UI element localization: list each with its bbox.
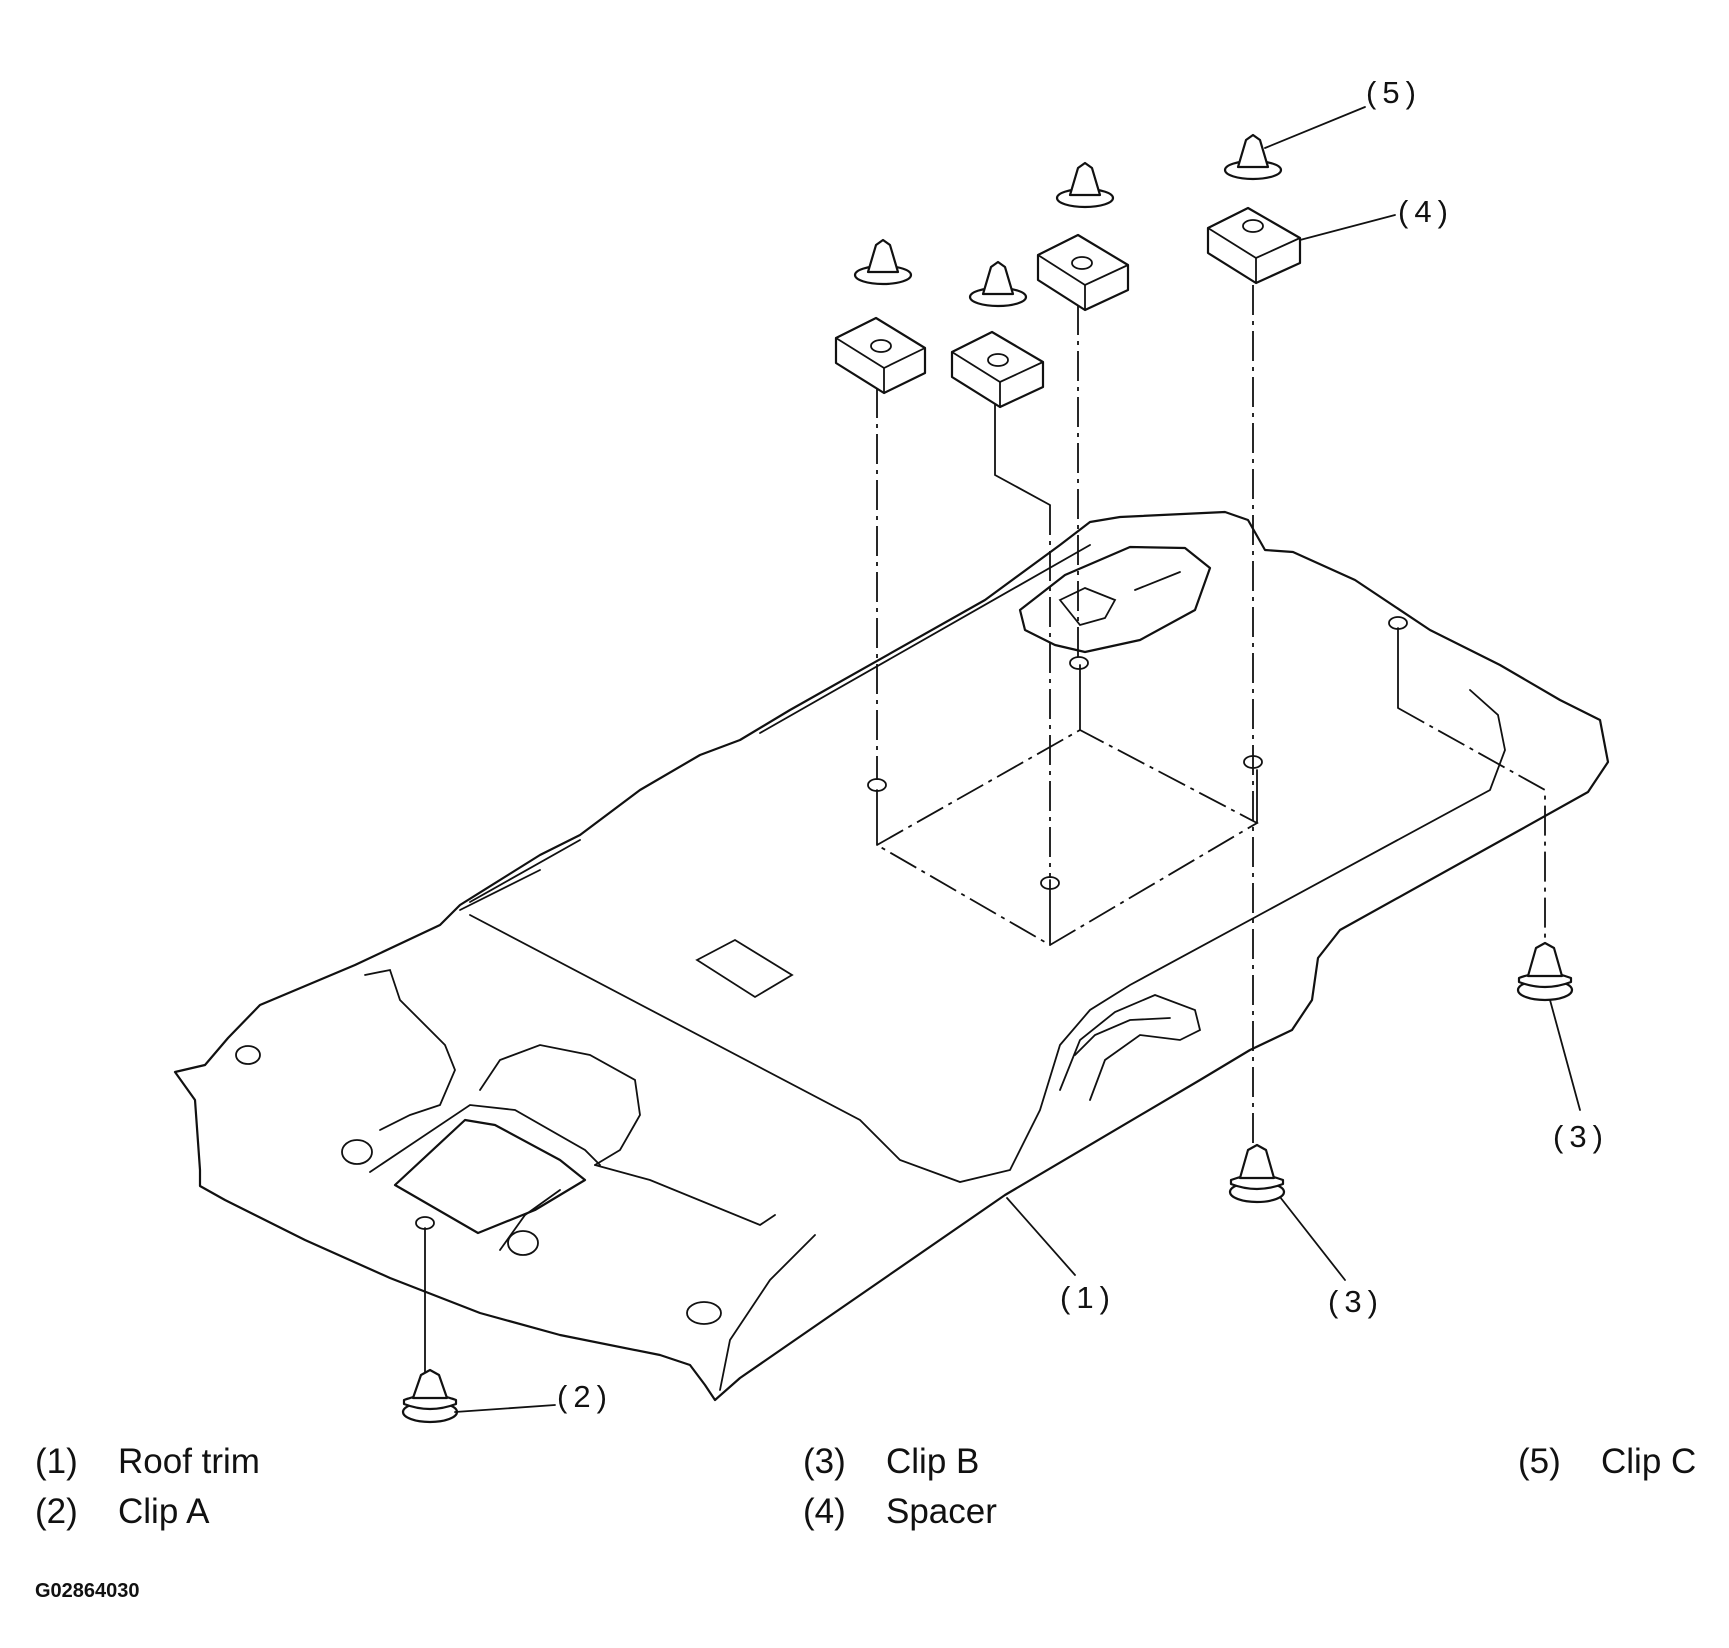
spacer-3 (1036, 233, 1130, 312)
legend-num: (1) (35, 1442, 78, 1481)
legend-num: (5) (1518, 1442, 1561, 1481)
legend-item-clip-b: (3) Clip B (803, 1442, 979, 1482)
clip-c-2 (968, 260, 1028, 308)
clip-position-box (415, 616, 1408, 1230)
legend-label: Clip C (1601, 1442, 1697, 1481)
callout-2: (2) (557, 1379, 613, 1414)
legend-num: (3) (803, 1442, 846, 1481)
legend-num: (4) (803, 1492, 846, 1531)
legend-label: Spacer (886, 1492, 997, 1531)
legend-label: Roof trim (118, 1442, 260, 1481)
figure-code: G02864030 (35, 1580, 140, 1602)
legend-label: Clip B (886, 1442, 980, 1481)
legend-item-clip-a: (2) Clip A (35, 1492, 209, 1532)
roof-trim (173, 510, 1610, 1402)
clip-b-2 (1516, 941, 1574, 1002)
clip-c-1 (853, 238, 913, 286)
legend-label: Clip A (118, 1492, 210, 1531)
legend-item-clip-c: (5) Clip C (1518, 1442, 1696, 1482)
clip-b-1 (1228, 1143, 1286, 1204)
legend-num: (2) (35, 1492, 78, 1531)
spacer-1 (834, 316, 927, 395)
alignment-lines (424, 285, 1546, 1376)
legend-item-roof-trim: (1) Roof trim (35, 1442, 260, 1482)
clip-c-4 (1223, 133, 1283, 181)
clip-c-parts (853, 133, 1283, 308)
clip-c-3 (1055, 161, 1115, 209)
clip-a (401, 1368, 459, 1424)
spacer-4 (1206, 206, 1302, 285)
callout-5: (5) (1366, 75, 1422, 110)
spacer-2 (950, 330, 1045, 409)
leader-lines (454, 106, 1581, 1413)
callout-3-right: (3) (1553, 1119, 1609, 1154)
legend-item-spacer: (4) Spacer (803, 1492, 997, 1532)
callout-3-center: (3) (1328, 1284, 1384, 1319)
callout-1: (1) (1060, 1280, 1116, 1315)
spacer-parts (834, 206, 1302, 409)
callout-4: (4) (1398, 194, 1454, 229)
